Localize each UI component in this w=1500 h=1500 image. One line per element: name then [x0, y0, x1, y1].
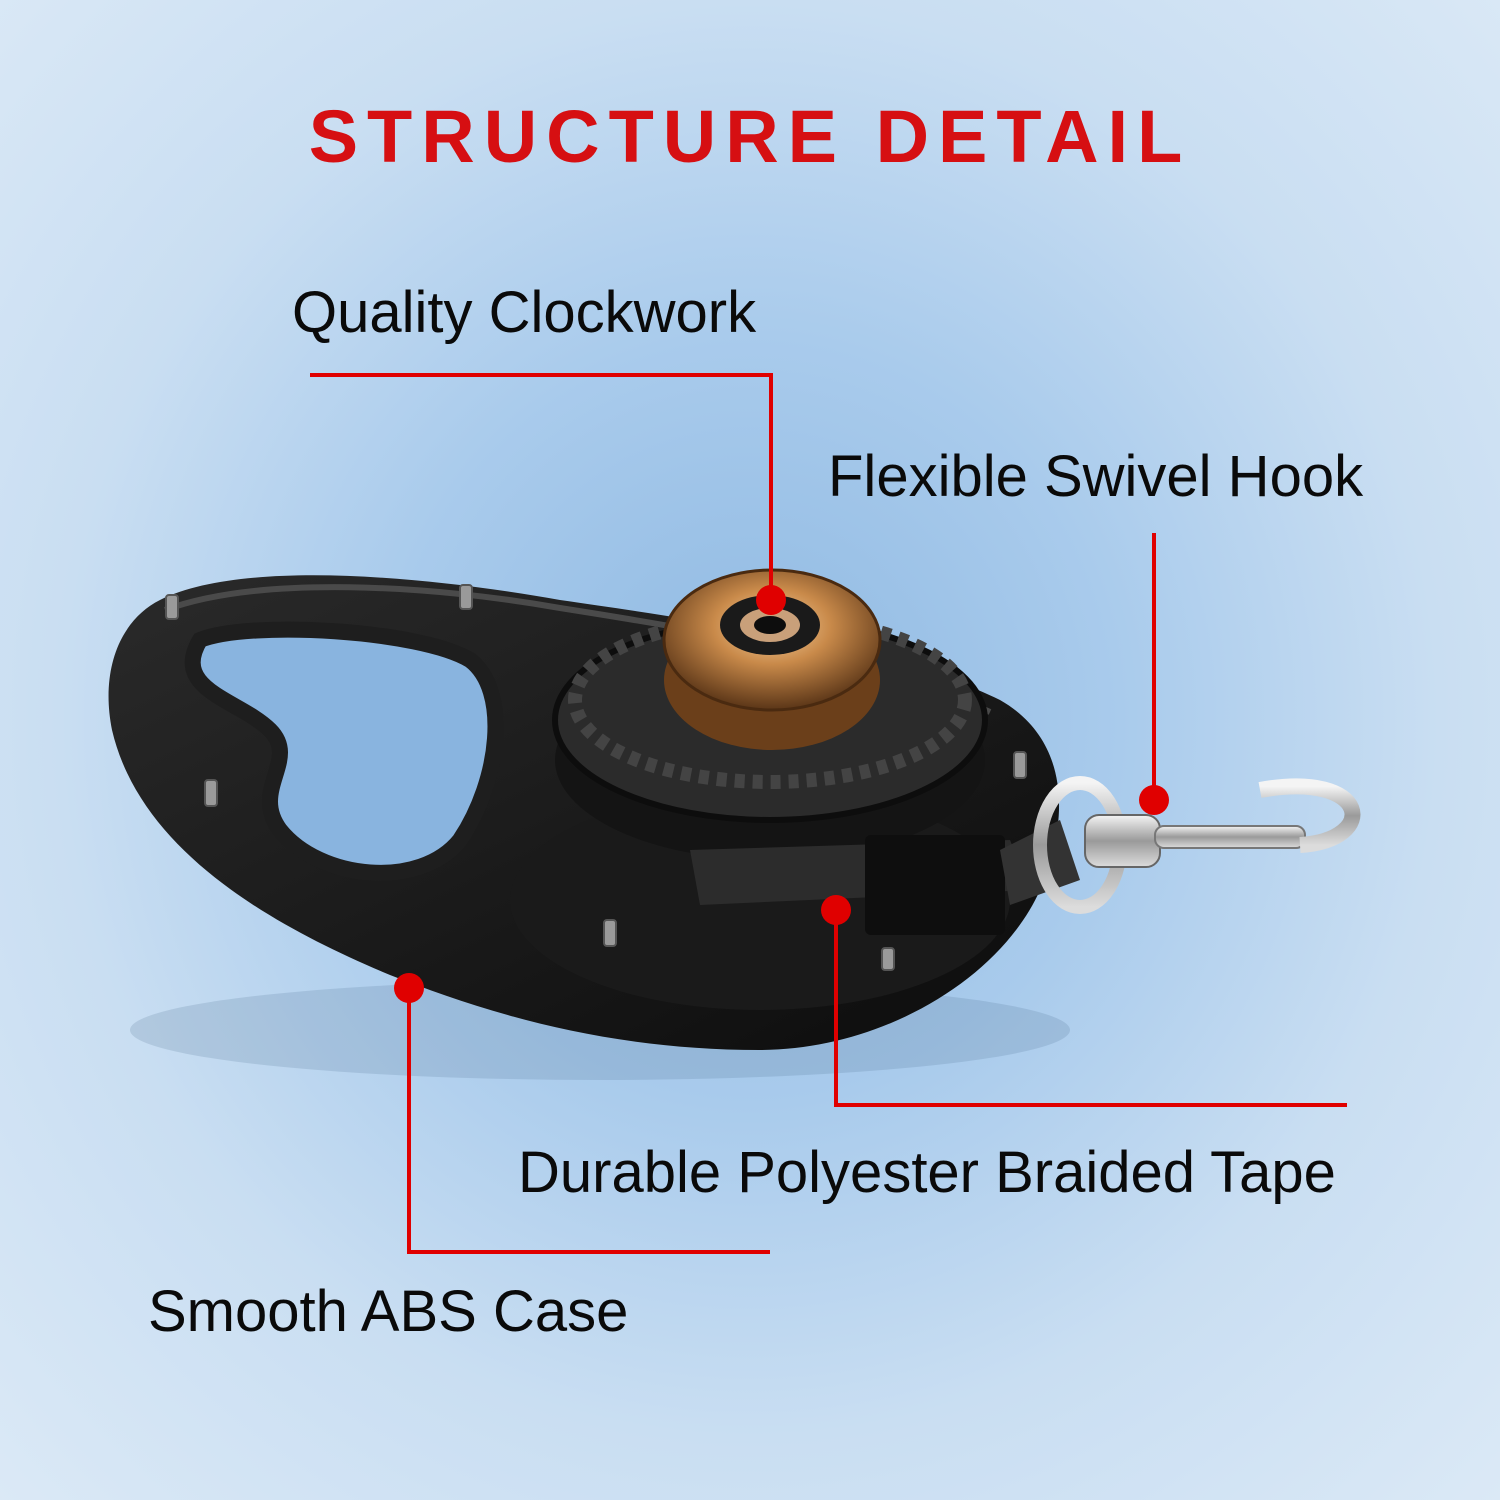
braided-tape: [690, 820, 1080, 935]
callout-dot-clockwork: [756, 585, 786, 615]
callout-line-tape: [834, 910, 1347, 1107]
callout-dots: [394, 585, 1169, 1003]
swivel-hook: [1033, 776, 1361, 914]
callout-dot-tape: [821, 895, 851, 925]
callout-line-case: [407, 988, 770, 1254]
callout-dot-case: [394, 973, 424, 1003]
callout-dot-swivel-hook: [1139, 785, 1169, 815]
callout-line-clockwork: [310, 373, 773, 600]
page-title: STRUCTURE DETAIL: [308, 95, 1192, 178]
label-quality-clockwork: Quality Clockwork: [292, 280, 757, 345]
label-flexible-swivel-hook: Flexible Swivel Hook: [828, 444, 1364, 509]
callout-lines: [310, 373, 1347, 1254]
label-smooth-abs-case: Smooth ABS Case: [148, 1279, 629, 1344]
label-durable-tape: Durable Polyester Braided Tape: [518, 1140, 1336, 1205]
